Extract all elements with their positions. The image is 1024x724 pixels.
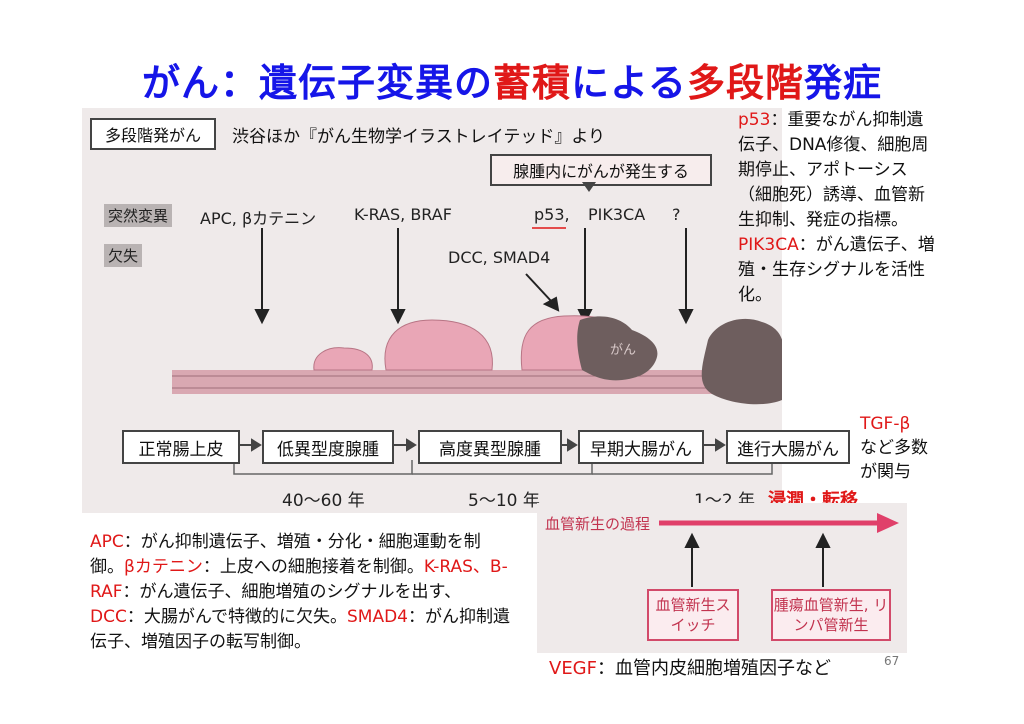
title-part-5: 発症 [803, 61, 882, 105]
title-part-3: による [571, 61, 687, 105]
duration-brackets [233, 460, 773, 475]
figure-box-label: 多段階発がん [90, 118, 216, 150]
figure-drawing: がん [172, 227, 782, 475]
epithelium-layer [172, 370, 782, 394]
early-cancer-mass [577, 316, 658, 381]
text-smad4: ：がん抑制遺伝子、増殖因子の転写制御。 [90, 607, 510, 652]
note-genes: APC：がん抑制遺伝子、増殖・分化・細胞運動を制御。βカテニン：上皮への細胞接着… [90, 530, 510, 655]
mutation-arrows [254, 228, 694, 325]
gene-kras-braf: K-RAS, BRAF [354, 205, 452, 224]
duration-5-10: 5〜10 年 [468, 491, 540, 511]
term-dcc: DCC [90, 607, 127, 627]
tumor-angiogenesis-box: 腫瘍血管新生, リンパ管新生 [771, 589, 891, 641]
text-p53: ：重要ながん抑制遺伝子、DNA修復、細胞周期停止、アポトーシス（細胞死）誘導、血… [738, 110, 929, 230]
term-apc: APC [90, 532, 124, 552]
tgf-line-3: が関与 [860, 462, 911, 482]
gene-p53: p53, [534, 205, 570, 224]
title-part-2: 蓄積 [493, 61, 572, 105]
term-smad4: SMAD4 [347, 607, 408, 627]
figure-citation: 渋谷ほか『がん生物学イラストレイテッド』より [232, 127, 605, 147]
text-dcc: ：大腸がんで特徴的に欠失。 [126, 607, 347, 627]
note-p53-pik3ca: p53：重要ながん抑制遺伝子、DNA修復、細胞周期停止、アポトーシス（細胞死）誘… [738, 108, 938, 308]
polyp-small [313, 347, 373, 371]
row-label-mutation: 突然変異 [104, 204, 173, 227]
term-tgf-beta: TGF-β [860, 414, 911, 434]
gene-pik3ca: PIK3CA [588, 205, 646, 224]
page-number: 67 [884, 654, 900, 668]
polyp-medium [384, 319, 493, 371]
term-p53: p53 [738, 110, 771, 130]
angiogenesis-drawing [659, 513, 899, 587]
stage-advanced-cancer: 進行大腸がん [726, 430, 850, 464]
stage-arrows [238, 438, 726, 452]
slide-title: がん：遺伝子変異の蓄積による多段階発症 [0, 52, 1024, 107]
text-beta-catenin: ：上皮への細胞接着を制御。 [202, 557, 424, 577]
note-vegf: VEGF：血管内皮細胞増殖因子など [549, 654, 831, 680]
advanced-cancer-mass [701, 318, 782, 405]
angiogenesis-panel: 血管新生の過程 血管新生スイッチ 腫瘍血管新生, リンパ管新生 [537, 503, 907, 653]
text-vegf: ：血管内皮細胞増殖因子など [597, 658, 831, 679]
tgf-line-2: など多数 [860, 438, 928, 458]
stage-low-grade-adenoma: 低異型度腺腫 [262, 430, 394, 464]
callout-pointer [582, 182, 596, 192]
angiogenesis-process-label: 血管新生の過程 [545, 515, 651, 533]
multistage-carcinogenesis-figure: 多段階発がん 渋谷ほか『がん生物学イラストレイテッド』より 腺腫内にがんが発生す… [82, 108, 850, 513]
term-kras-braf: K-RAS、B-RAF [90, 557, 508, 602]
angiogenesis-arrows [684, 532, 831, 587]
note-tgf-beta: TGF-β など多数 が関与 [860, 412, 950, 484]
duration-40-60: 40〜60 年 [282, 491, 365, 511]
gene-unknown: ? [672, 205, 681, 224]
gene-apc-betacatenin: APC, βカテニン [200, 209, 317, 228]
stage-normal-epithelium: 正常腸上皮 [122, 430, 240, 464]
angiogenic-switch-box: 血管新生スイッチ [647, 589, 739, 641]
title-part-4: 多段階 [686, 61, 804, 105]
row-label-loss: 欠失 [104, 244, 143, 267]
text-apc: ：がん抑制遺伝子、増殖・分化・細胞運動を制御。 [90, 532, 481, 577]
term-pik3ca: PIK3CA [738, 235, 799, 255]
stage-high-grade-adenoma: 高度異型腺腫 [418, 430, 562, 464]
gene-dcc-smad4: DCC, SMAD4 [448, 248, 551, 267]
process-arrow-head [877, 513, 899, 533]
term-beta-catenin: βカテニン [124, 557, 203, 577]
tumor-label: がん [610, 343, 636, 358]
text-kras-braf: ：がん遺伝子、細胞増殖のシグナルを出す、 [122, 582, 462, 602]
title-part-1: がん：遺伝子変異の [142, 61, 494, 105]
term-vegf: VEGF [549, 658, 597, 679]
stage-early-cancer: 早期大腸がん [578, 430, 704, 464]
text-pik3ca: ：がん遺伝子、増殖・生存シグナルを活性化。 [738, 235, 935, 305]
callout-adenoma-cancer: 腺腫内にがんが発生する [490, 154, 712, 186]
